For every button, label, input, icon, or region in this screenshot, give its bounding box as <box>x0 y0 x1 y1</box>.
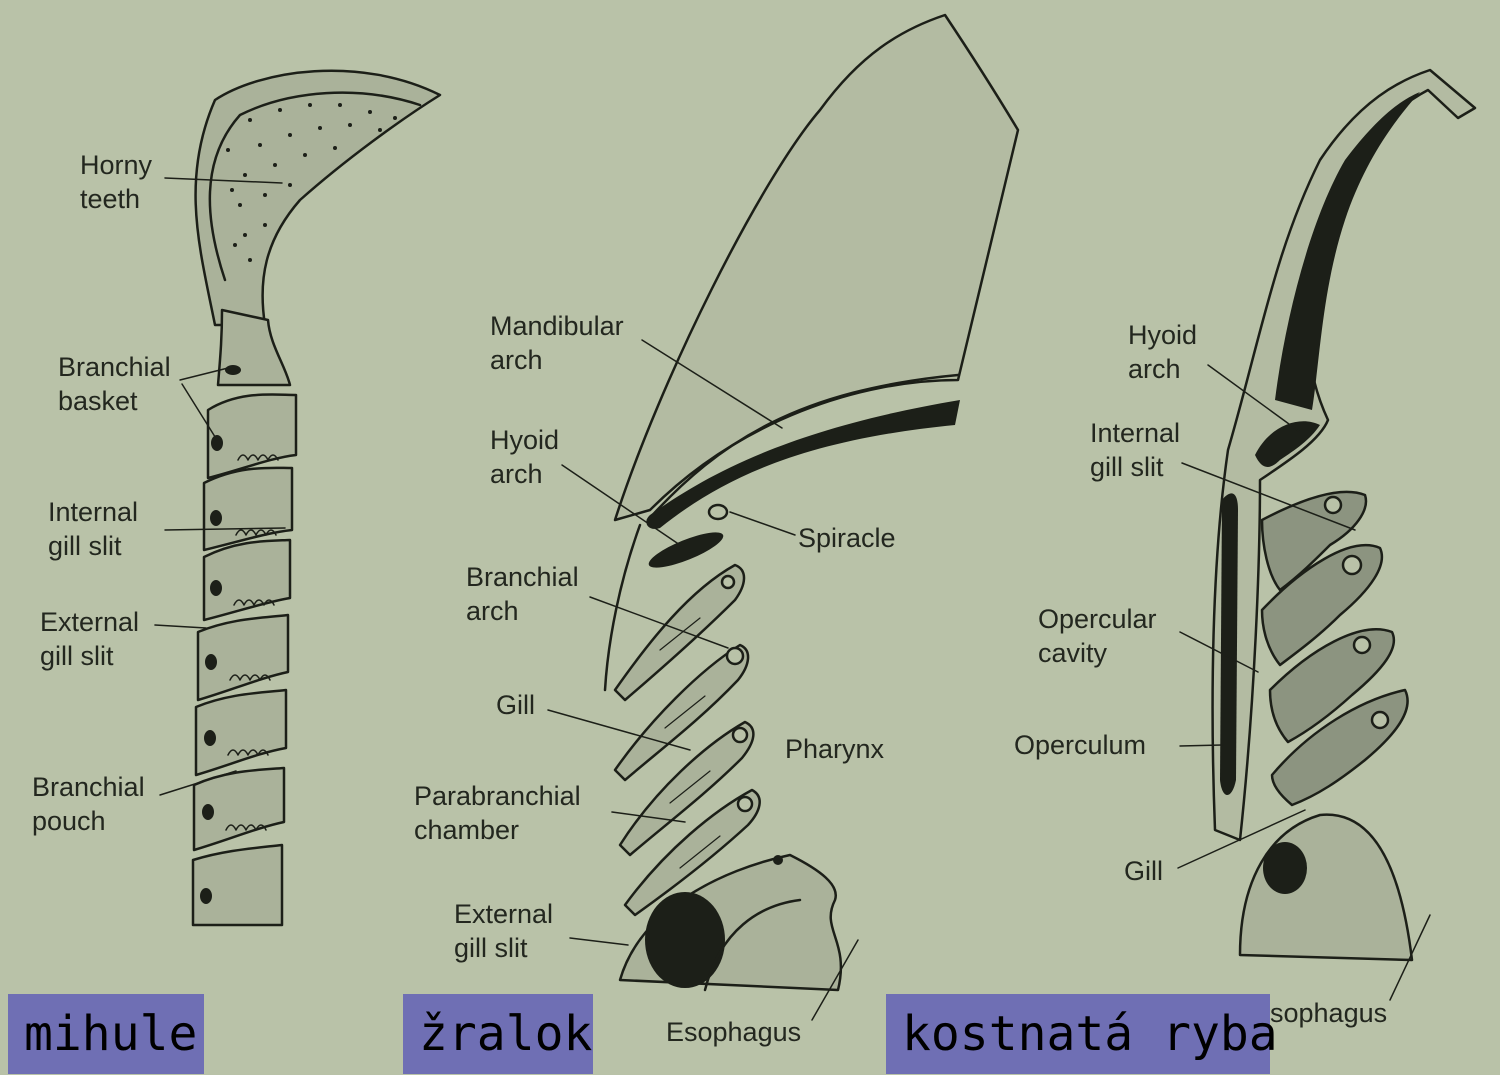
lamprey-drawing <box>155 71 440 925</box>
label-pharynx: Pharynx <box>785 732 884 766</box>
caption-shark: žralok <box>403 994 593 1074</box>
fish-operculum <box>1220 493 1238 795</box>
label-branchial-basket: Branchial basket <box>58 350 171 418</box>
shark-small-dot <box>773 855 783 865</box>
label-horny-teeth: Horny teeth <box>80 148 152 216</box>
label-spiracle: Spiracle <box>798 521 896 555</box>
label-shark-gill: Gill <box>496 688 535 722</box>
label-lamprey-internal-gill-slit: Internal gill slit <box>48 495 138 563</box>
shark-esophagus-dark <box>645 892 725 988</box>
label-branchial-pouch: Branchial pouch <box>32 770 145 838</box>
label-shark-hyoid-arch: Hyoid arch <box>490 423 559 491</box>
label-fish-esophagus: sophagus <box>1270 996 1387 1030</box>
label-operculum: Operculum <box>1014 728 1146 762</box>
lamprey-basket-dot-top <box>225 365 241 375</box>
bony-fish-drawing <box>1178 70 1475 1000</box>
label-branchial-arch: Branchial arch <box>466 560 579 628</box>
label-parabranchial-chamber: Parabranchial chamber <box>414 779 581 847</box>
label-mandibular-arch: Mandibular arch <box>490 309 624 377</box>
label-shark-esophagus: Esophagus <box>666 1015 801 1049</box>
shark-drawing <box>548 15 1018 1020</box>
fish-esophagus-dark <box>1263 842 1307 894</box>
label-fish-hyoid-arch: Hyoid arch <box>1128 318 1197 386</box>
caption-bony-fish: kostnatá ryba <box>886 994 1270 1074</box>
caption-lamprey: mihule <box>8 994 204 1074</box>
shark-spiracle <box>709 505 727 519</box>
label-fish-gill: Gill <box>1124 854 1163 888</box>
fish-gill-arches <box>1262 492 1408 805</box>
lamprey-oral-disc <box>196 71 440 325</box>
label-lamprey-external-gill-slit: External gill slit <box>40 605 139 673</box>
label-shark-external-gill-slit: External gill slit <box>454 897 553 965</box>
shark-hyoid-arch <box>645 526 727 575</box>
fish-esophagus-body <box>1240 815 1412 960</box>
label-opercular-cavity: Opercular cavity <box>1038 602 1157 670</box>
label-fish-internal-gill-slit: Internal gill slit <box>1090 416 1180 484</box>
